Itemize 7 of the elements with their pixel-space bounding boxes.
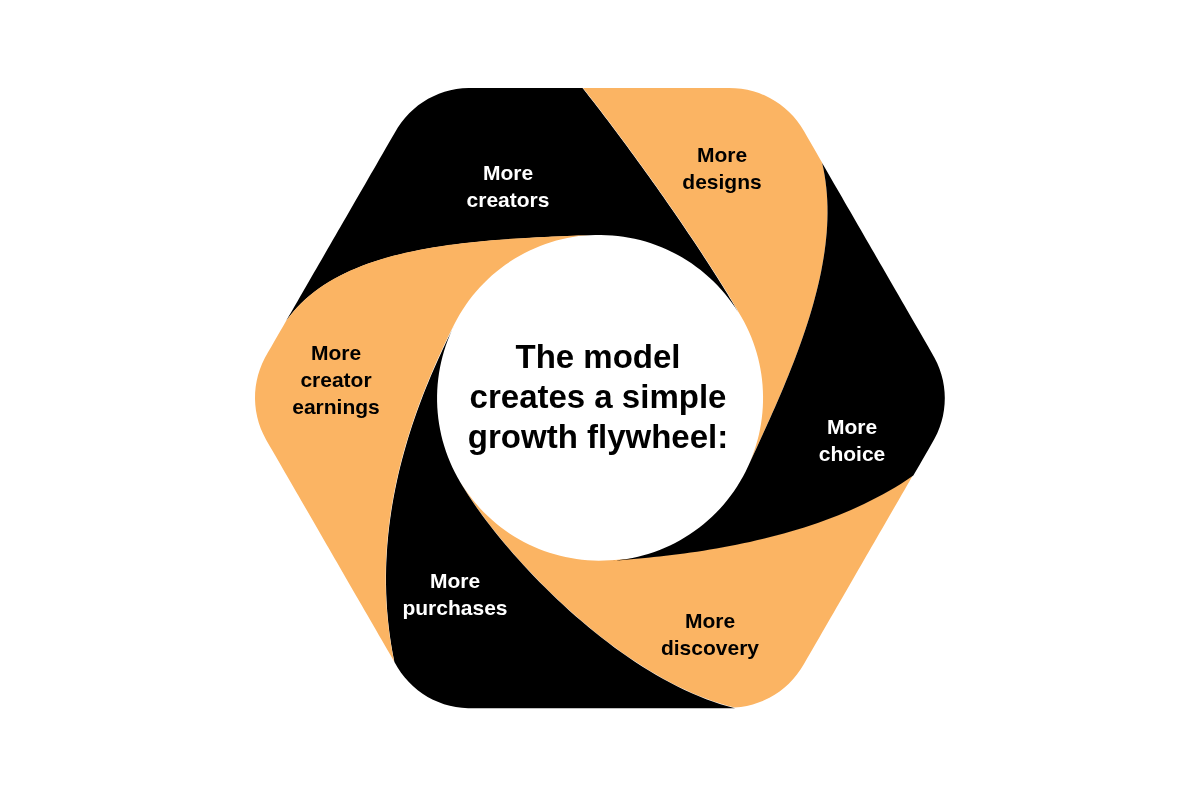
segment-label: More discovery [660, 608, 759, 661]
segment-label: More creators [466, 160, 550, 213]
segment-label: More designs [682, 142, 762, 195]
center-text: The model creates a simple growth flywheel: [467, 337, 729, 457]
segment-label: More purchases [402, 568, 508, 621]
segment-label: More creator earnings [292, 339, 380, 420]
segment-label: More choice [818, 414, 886, 467]
